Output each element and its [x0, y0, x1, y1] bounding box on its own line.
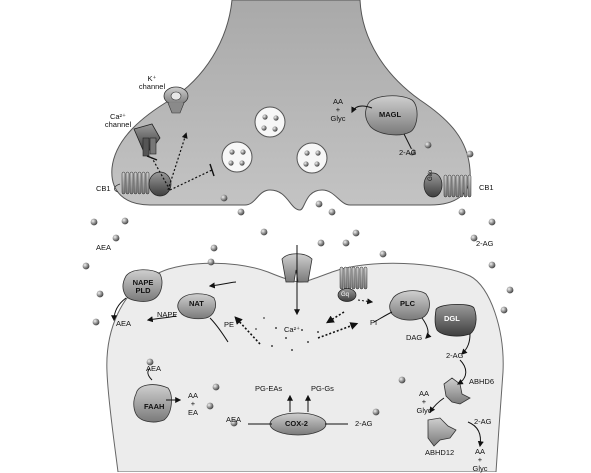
cox2-label: COX-2: [285, 419, 308, 428]
reaction-arrows: [111, 281, 484, 448]
calcium-ions: [271, 327, 319, 351]
postsynaptic-cell: [106, 262, 504, 472]
faah-enzyme: [133, 384, 172, 423]
gio-protein-icon: [423, 172, 443, 198]
pg-eas-label: PG-EAs: [255, 384, 283, 393]
nat-label: NAT: [189, 299, 204, 308]
magl-enzyme: [351, 95, 418, 151]
abhd12-enzyme: [427, 417, 457, 447]
magl-label: MAGL: [379, 110, 402, 119]
two-ag-top-label: 2-AG: [399, 148, 417, 157]
nat-enzyme: [177, 293, 216, 320]
two-ag-abhd12-label: 2-AG: [474, 417, 492, 426]
synaptic-vesicle: [254, 106, 286, 138]
synaptic-vesicle: [221, 141, 253, 173]
pi-label: PI: [370, 318, 378, 327]
two-ag-dgl-label: 2-AG: [446, 351, 464, 360]
plc-label: PLC: [400, 299, 415, 308]
presynaptic-terminal: [111, 0, 471, 211]
gio-signaling-arrows: [146, 132, 215, 191]
nape-pld-label: NAPE PLD: [132, 278, 154, 296]
ca-channel-label: Ca²⁺ channel: [104, 112, 132, 130]
abhd12-label: ABHD12: [425, 448, 455, 457]
aa-ea-label: AA + EA: [187, 391, 199, 417]
pg-gs-label: PG-Gs: [311, 384, 334, 393]
k-channel-label: K⁺ channel: [138, 74, 166, 92]
gq-protein-icon: [337, 288, 357, 302]
nape-label: NAPE: [157, 310, 178, 319]
aea-cox-label: AEA: [226, 415, 242, 424]
aea-left-label: AEA: [96, 243, 112, 252]
tiny-ion-dots: [255, 317, 265, 330]
synaptic-vesicle: [296, 142, 328, 174]
gq-label: Gq: [341, 292, 350, 298]
abhd6-label: ABHD6: [469, 377, 495, 386]
endocannabinoid-molecules: [82, 141, 514, 427]
dag-label: DAG: [406, 333, 423, 342]
gio-label: Gi/o: [428, 169, 434, 181]
ca2-label: Ca²⁺: [284, 325, 301, 334]
pe-label: PE: [224, 320, 235, 329]
gq-receptor-icon: [339, 266, 368, 290]
cb1-right-label: CB1: [479, 183, 494, 192]
nape-pld-enzyme: [122, 269, 163, 302]
ca-channel-icon: [133, 123, 161, 157]
abhd6-enzyme: [443, 377, 471, 405]
cb1-left-label: CB1: [96, 184, 111, 193]
faah-label: FAAH: [144, 402, 165, 411]
cb1-receptor-icon: [443, 174, 472, 198]
aa-glyc-top-label: AA + Glyc: [330, 97, 346, 123]
postsynaptic-ca-channel-icon: [281, 245, 313, 316]
cb1-receptor-icon: [114, 171, 150, 195]
two-ag-cox-label: 2-AG: [355, 419, 373, 428]
dgl-label: DGL: [444, 314, 460, 323]
k-channel-icon: [163, 86, 189, 114]
aea-pld-label: AEA: [116, 319, 132, 328]
two-ag-right-label: 2-AG: [476, 239, 494, 248]
gio-protein-icon: [148, 171, 172, 197]
aea-faah-label: AEA: [146, 364, 162, 373]
calcium-dashed-arrows: [234, 298, 374, 345]
aa-glyc-abhd12-label: AA + Glyc: [472, 447, 488, 473]
aa-glyc-abhd6-label: AA + Glyc: [416, 389, 432, 415]
